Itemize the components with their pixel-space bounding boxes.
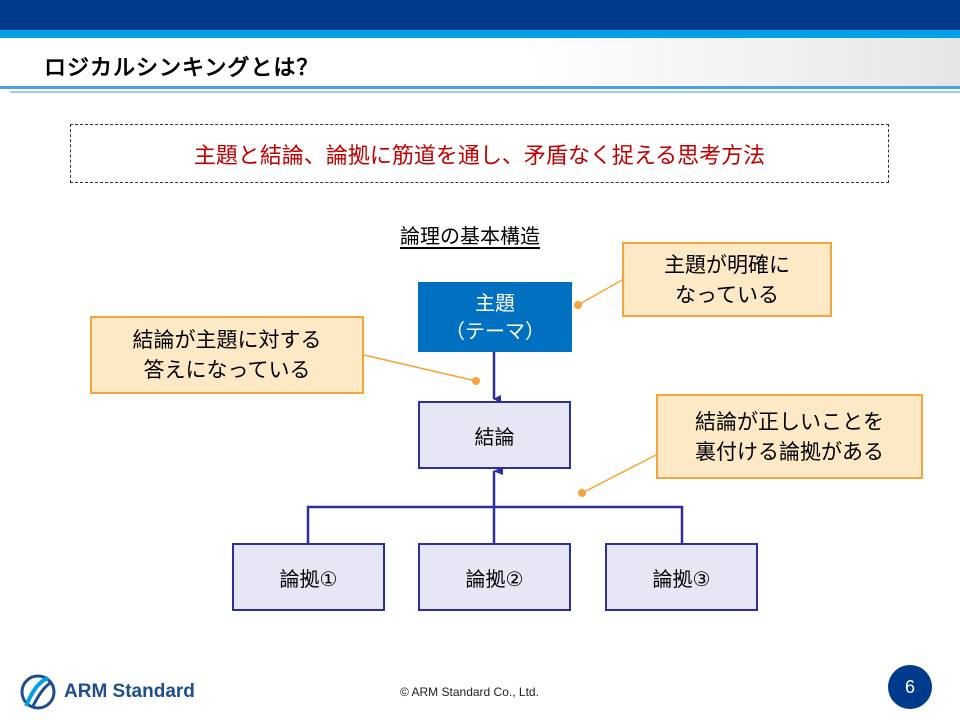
conclusion-callout-dot: [472, 377, 480, 385]
structure-title: 論理の基本構造: [400, 224, 540, 248]
copyright-text: © ARM Standard Co., Ltd.: [400, 685, 539, 699]
evidence-label-1: 論拠①: [279, 566, 338, 591]
title-underline-secondary: [10, 91, 960, 93]
definition-box: 主題と結論、論拠に筋道を通し、矛盾なく捉える思考方法: [70, 124, 889, 183]
theme-label: 主題: [475, 291, 515, 315]
header-accent-bar: [0, 30, 960, 38]
evidence-label-2: 論拠②: [465, 566, 524, 591]
evidence-node-3: 論拠③: [605, 543, 758, 611]
logo-text: ARM Standard: [64, 681, 195, 702]
evidence-callout-dot: [578, 489, 586, 497]
title-underline: [0, 86, 960, 89]
theme-callout-pointer: [577, 279, 623, 306]
theme-node: 主題 （テーマ）: [418, 282, 572, 352]
logo-mark-icon: [20, 674, 56, 710]
evidence-callout-pointer: [581, 454, 657, 494]
evidence-node-2: 論拠②: [418, 543, 571, 611]
theme-callout-line-1: 主題が明確に: [664, 252, 790, 277]
header-bar: [0, 0, 960, 30]
theme-callout-dot: [574, 301, 582, 309]
slide-title: ロジカルシンキングとは？: [44, 56, 320, 81]
conclusion-callout-line-2: 答えになっている: [143, 358, 311, 382]
evidence-callout-line-1: 結論が正しいことを: [695, 409, 884, 434]
definition-text: 主題と結論、論拠に筋道を通し、矛盾なく捉える思考方法: [193, 143, 766, 169]
evidence-callout: 結論が正しいことを 裏付ける論拠がある: [656, 394, 923, 479]
page-number-badge: 6: [888, 665, 932, 709]
theme-callout: 主題が明確に なっている: [622, 242, 832, 317]
title-bar: [0, 38, 960, 88]
evidence-callout-line-2: 裏付ける論拠がある: [695, 439, 884, 464]
company-logo: ARM Standard: [18, 672, 195, 712]
page-number: 6: [904, 676, 915, 697]
evidence-label-3: 論拠③: [652, 566, 711, 591]
conclusion-callout-line-1: 結論が主題に対する: [132, 328, 322, 352]
conclusion-label: 結論: [474, 424, 515, 449]
theme-sublabel: （テーマ）: [445, 319, 545, 343]
conclusion-callout-pointer: [363, 354, 477, 382]
conclusion-callout: 結論が主題に対する 答えになっている: [90, 316, 364, 394]
conclusion-node: 結論: [418, 401, 571, 469]
theme-callout-line-2: なっている: [675, 282, 779, 307]
evidence-node-1: 論拠①: [232, 543, 385, 611]
